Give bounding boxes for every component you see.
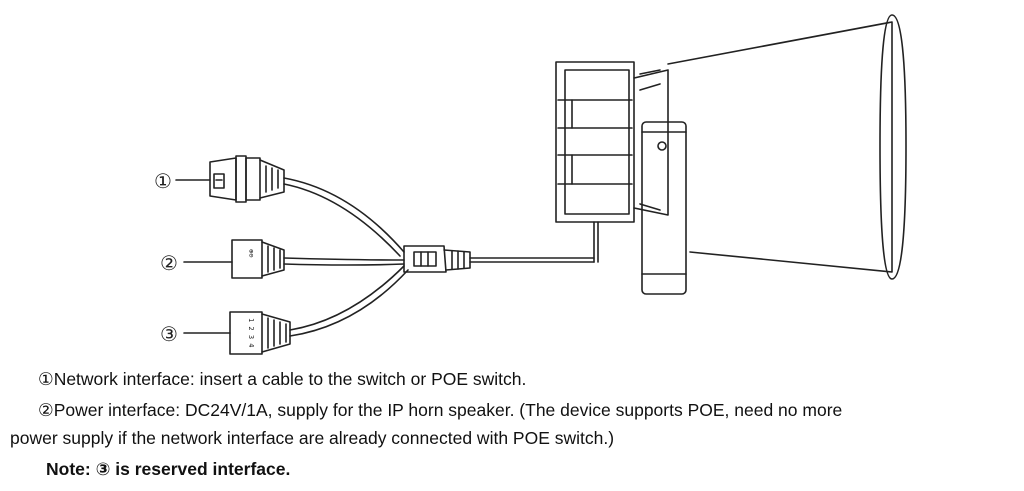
network-connector (175, 155, 405, 257)
callout-power: ② (160, 251, 178, 275)
note-reserved-interface: Note: ③ is reserved interface. (46, 459, 291, 479)
caption-power-interface: ②Power interface: DC24V/1A, supply for t… (38, 400, 843, 420)
callout-network: ① (154, 169, 172, 193)
reserved-plug-label: 1 2 3 4 (247, 318, 255, 348)
caption-power-interface-cont: power supply if the network interface ar… (10, 428, 615, 448)
wiring-diagram: ① ② ③ ⊕⊖ 1 2 3 4 (154, 14, 907, 355)
horn-speaker (555, 14, 907, 295)
power-plug-label: ⊕⊖ (247, 249, 255, 257)
caption-network-interface: ①Network interface: insert a cable to th… (38, 369, 527, 389)
reserved-connector (183, 265, 409, 355)
cable-splitter (403, 245, 471, 273)
power-connector (183, 239, 405, 279)
callout-reserved: ③ (160, 322, 178, 346)
